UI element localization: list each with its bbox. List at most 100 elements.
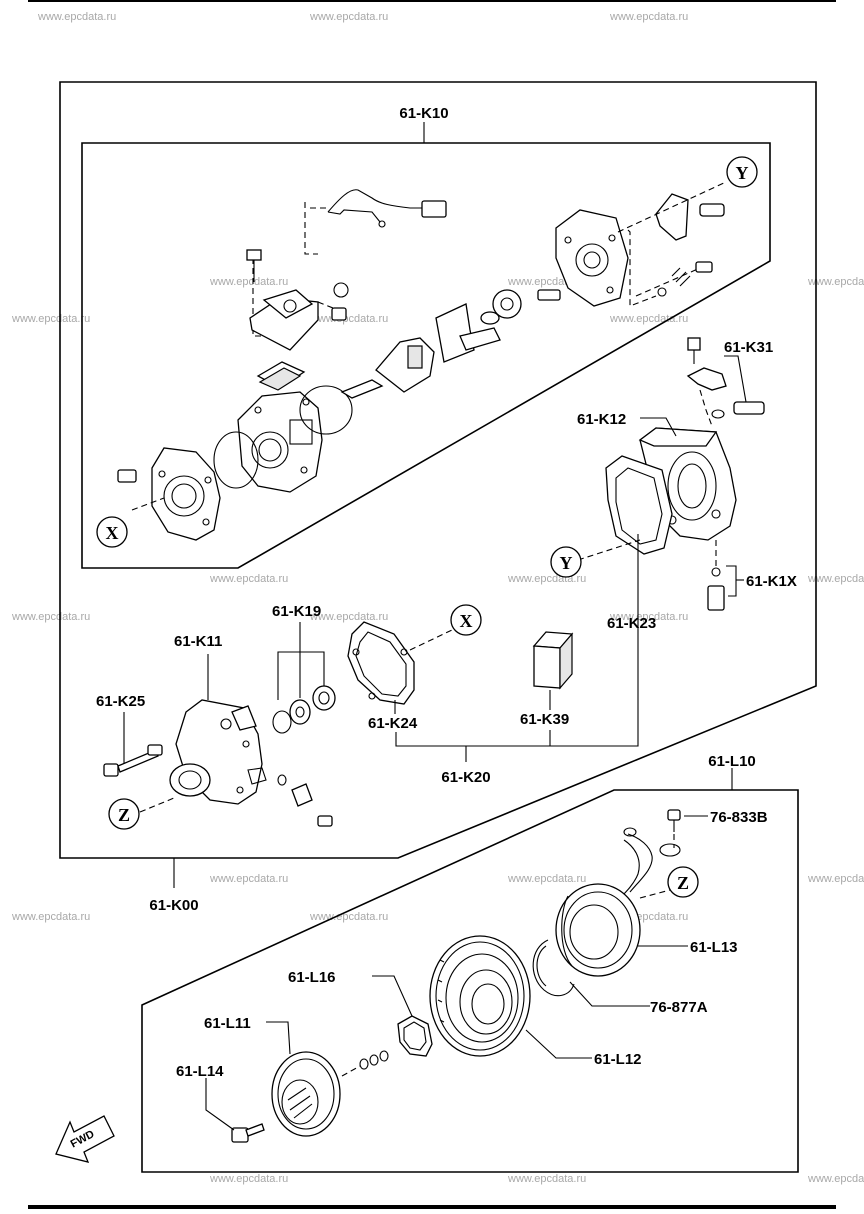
callout-61-k00: 61-K00 [149, 897, 198, 914]
valve-plug [331, 307, 347, 321]
harness-wire [327, 189, 424, 213]
watermark: www.epcdata.ru [309, 611, 388, 623]
shim-small [359, 1058, 369, 1070]
callout-76-877a: 76-877A [650, 999, 708, 1016]
callout-61-k23: 61-K23 [607, 615, 656, 632]
valve-o-ring [333, 282, 349, 298]
subassembly-frame-l10 [141, 789, 799, 1173]
l14-bolt [231, 1123, 265, 1143]
coil-lead-wire [627, 833, 653, 893]
watermark: www.epcdata.ru [807, 873, 864, 885]
watermark: www.epcdata.ru [807, 1173, 864, 1185]
callout-61-l12: 61-L12 [594, 1051, 642, 1068]
callout-61-k12: 61-K12 [577, 411, 626, 428]
k12-parts [577, 337, 765, 611]
svg-text:Z: Z [677, 873, 689, 893]
l12-pulley [429, 935, 531, 1057]
svg-text:Z: Z [118, 805, 130, 825]
watermark: www.epcdata.ru [507, 1173, 586, 1185]
rear-head-seal [299, 385, 353, 435]
ref-marker-y: Y [550, 546, 582, 578]
rear-head-gasket [213, 431, 259, 489]
vane-tab [459, 327, 501, 351]
k24-gasket [347, 621, 415, 705]
k25-through-bolt [103, 744, 163, 777]
callout-61-k39: 61-K39 [520, 711, 569, 728]
subassembly-frame-k10 [81, 142, 771, 569]
harness-connector [421, 200, 447, 218]
vane-plate [435, 303, 475, 363]
svg-text:X: X [106, 523, 119, 543]
k19-bearing [312, 685, 336, 711]
watermark: www.epcdata.ru [11, 911, 90, 923]
callout-61-l16: 61-L16 [288, 969, 336, 986]
k10-parts [117, 181, 727, 541]
watermark: www.epcdata.ru [209, 1173, 288, 1185]
callout-61-l13: 61-L13 [690, 939, 738, 956]
watermarks: www.epcdata.ru www.epcdata.ru www.epcdat… [11, 11, 864, 1185]
valve-disc [492, 289, 522, 319]
ref-marker-x: X [450, 604, 482, 636]
callout-61-k31: 61-K31 [724, 339, 773, 356]
ref-marker-y: Y [726, 156, 758, 188]
cylinder-gasket [605, 455, 673, 555]
svg-text:X: X [460, 611, 473, 631]
callout-76-833b: 76-833B [710, 809, 768, 826]
harness-terminal [378, 220, 386, 228]
ref-marker-z: Z [667, 866, 699, 898]
ref-marker-x: X [96, 516, 128, 548]
watermark: www.epcdata.ru [807, 276, 864, 288]
callout-61-l10: 61-L10 [708, 753, 756, 770]
svg-text:Y: Y [736, 163, 749, 183]
watermark: www.epcdata.ru [309, 313, 388, 325]
watermark: www.epcdata.ru [209, 573, 288, 585]
watermark: www.epcdata.ru [209, 873, 288, 885]
svg-text:Y: Y [560, 553, 573, 573]
k39-kit-package [532, 631, 574, 690]
fitting-bolt [687, 337, 701, 351]
cover-plate [555, 209, 629, 307]
watermark: www.epcdata.ru [37, 11, 116, 23]
callout-61-l14: 61-L14 [176, 1063, 224, 1080]
watermark: www.epcdata.ru [11, 611, 90, 623]
bolt-y [699, 203, 725, 217]
cylinder-head-top [638, 427, 718, 447]
drive-shaft [340, 379, 384, 399]
harness-wire-branch [327, 209, 381, 223]
callout-61-k10: 61-K10 [399, 105, 448, 122]
snap-ring-76-877a [532, 939, 575, 997]
watermark: www.epcdata.ru [609, 611, 688, 623]
k11-fitting [291, 783, 313, 807]
k19-seal [289, 699, 311, 725]
callout-61-k20: 61-K20 [441, 769, 490, 786]
watermark: www.epcdata.ru [11, 313, 90, 325]
callout-61-k11: 61-K11 [174, 633, 222, 650]
l16-shim [397, 1015, 433, 1057]
valve-body-top [262, 289, 314, 319]
watermark: www.epcdata.ru [309, 11, 388, 23]
k11-front-housing [169, 699, 333, 827]
k31-bolt [733, 401, 765, 415]
k19-parts [272, 622, 336, 734]
shim-small [369, 1054, 379, 1066]
callout-61-k24: 61-K24 [368, 715, 418, 732]
valve-bolt-small [537, 289, 561, 301]
shim-small [379, 1050, 389, 1062]
k19-o-ring [272, 710, 292, 734]
front-housing [151, 447, 221, 541]
watermark: www.epcdata.ru [609, 11, 688, 23]
fitting-bracket [686, 367, 727, 391]
watermark: www.epcdata.ru [609, 313, 688, 325]
watermark: www.epcdata.ru [309, 911, 388, 923]
rotor [375, 337, 435, 393]
k11-small-bolt [317, 815, 333, 827]
callout-61-k19: 61-K19 [272, 603, 321, 620]
spring [671, 267, 691, 287]
watermark: www.epcdata.ru [807, 573, 864, 585]
ref-marker-z: Z [108, 798, 140, 830]
callout-61-k25: 61-K25 [96, 693, 145, 710]
callout-61-k1x: 61-K1X [746, 573, 797, 590]
valve-bolt [246, 249, 262, 261]
rear-head-housing [237, 391, 323, 493]
